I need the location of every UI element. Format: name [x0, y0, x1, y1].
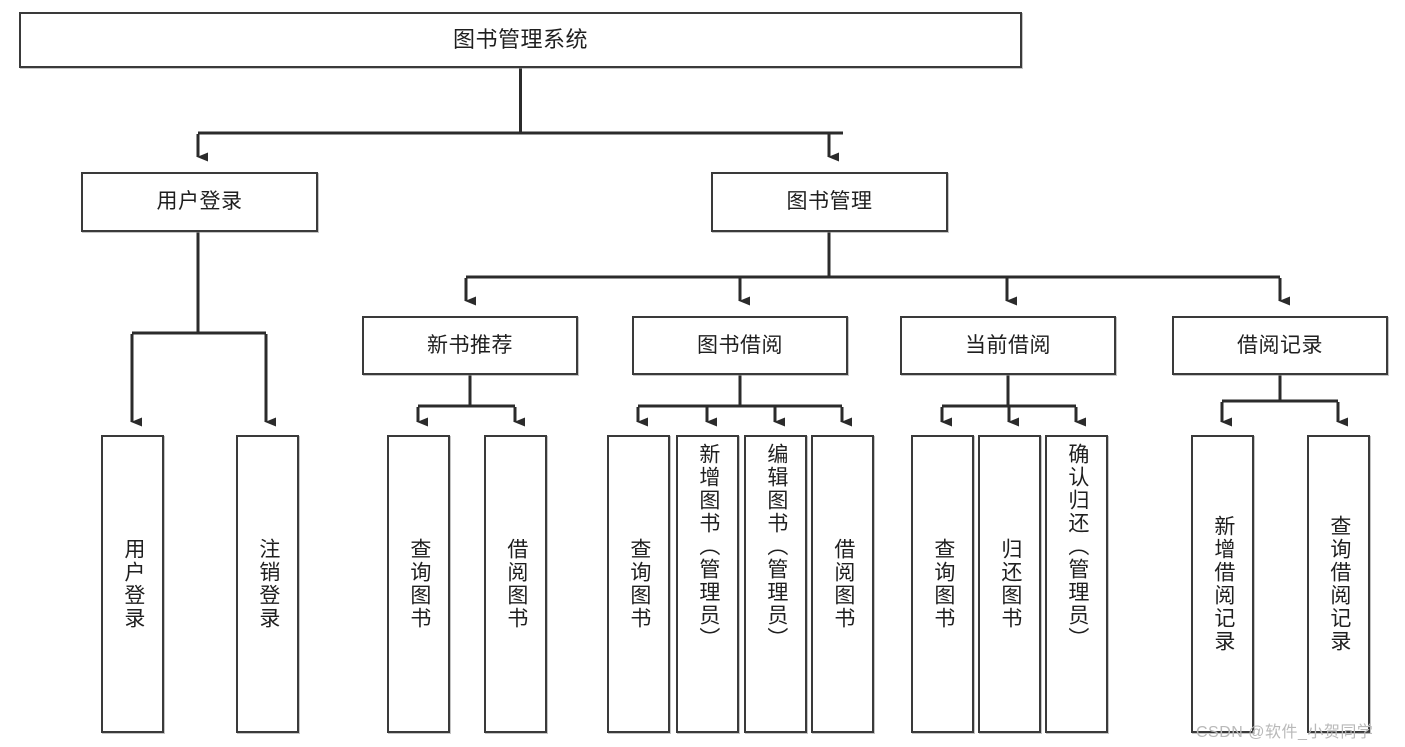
node-book-management[interactable]: 图书管理 [711, 172, 948, 232]
node-label: 借阅记录 [1237, 333, 1323, 357]
node-label: 借阅图书 [831, 538, 855, 630]
node-label: 借阅图书 [504, 538, 528, 630]
leaf-book-borrow-add-book-admin[interactable]: 新增图书（管理员） [676, 435, 739, 733]
node-label: 新增借阅记录 [1211, 515, 1235, 653]
leaf-current-borrow-query-book[interactable]: 查询图书 [911, 435, 974, 733]
node-borrow-record[interactable]: 借阅记录 [1172, 316, 1388, 375]
node-book-borrow[interactable]: 图书借阅 [632, 316, 848, 375]
leaf-user-login-login[interactable]: 用户登录 [101, 435, 164, 733]
leaf-user-login-logout[interactable]: 注销登录 [236, 435, 299, 733]
node-label: 查询图书 [627, 538, 651, 630]
node-label: 归还图书 [998, 538, 1022, 630]
node-root-book-management-system[interactable]: 图书管理系统 [19, 12, 1022, 68]
node-label: 新增图书（管理员） [696, 443, 720, 650]
node-label: 编辑图书（管理员） [764, 443, 788, 650]
node-label: 查询借阅记录 [1327, 515, 1351, 653]
node-label: 用户登录 [121, 538, 145, 630]
node-label: 确认归还（管理员） [1065, 443, 1089, 650]
leaf-new-book-query-book[interactable]: 查询图书 [387, 435, 450, 733]
leaf-book-borrow-edit-book-admin[interactable]: 编辑图书（管理员） [744, 435, 807, 733]
leaf-new-book-borrow-book[interactable]: 借阅图书 [484, 435, 547, 733]
node-label: 查询图书 [407, 538, 431, 630]
node-label: 新书推荐 [427, 333, 513, 357]
node-new-book-recommend[interactable]: 新书推荐 [362, 316, 578, 375]
leaf-borrow-record-add-record[interactable]: 新增借阅记录 [1191, 435, 1254, 733]
node-label: 查询图书 [931, 538, 955, 630]
leaf-borrow-record-query-record[interactable]: 查询借阅记录 [1307, 435, 1370, 733]
node-label: 图书管理系统 [452, 26, 588, 52]
node-label: 图书管理 [786, 190, 873, 214]
leaf-book-borrow-query-book[interactable]: 查询图书 [607, 435, 670, 733]
node-label: 注销登录 [256, 538, 280, 630]
leaf-book-borrow-borrow-book[interactable]: 借阅图书 [811, 435, 874, 733]
node-label: 图书借阅 [697, 333, 783, 357]
leaf-current-borrow-return-book[interactable]: 归还图书 [978, 435, 1041, 733]
node-label: 用户登录 [156, 190, 243, 214]
node-label: 当前借阅 [965, 333, 1051, 357]
csdn-watermark: CSDN @软件_小贺同学 [1196, 724, 1374, 741]
node-current-borrow[interactable]: 当前借阅 [900, 316, 1116, 375]
leaf-current-borrow-confirm-return-admin[interactable]: 确认归还（管理员） [1045, 435, 1108, 733]
node-user-login[interactable]: 用户登录 [81, 172, 318, 232]
